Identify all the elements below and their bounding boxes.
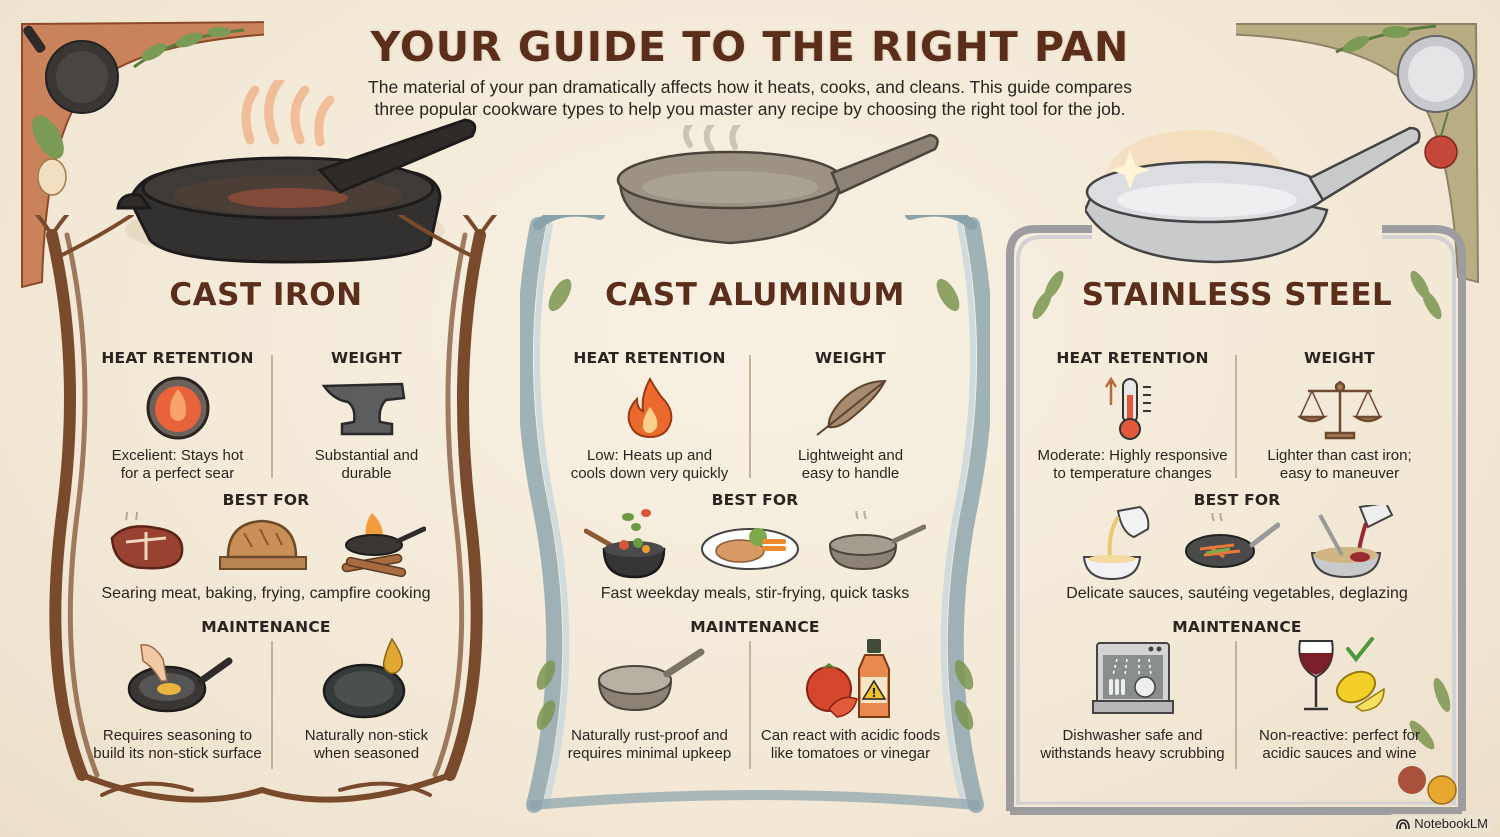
weight-label: WEIGHT — [331, 349, 402, 367]
stainless-steel-pan-icon — [1085, 126, 1421, 264]
panel-stainless-steel: STAINLESS STEEL HEAT RETENTION Moderate:… — [1002, 215, 1472, 815]
svg-text:!: ! — [871, 686, 876, 700]
dishwasher-icon — [1091, 642, 1174, 714]
tomato-vinegar-warning-icon: ! — [805, 639, 890, 718]
best-for-label: BEST FOR — [1193, 491, 1281, 509]
glowing-ember-icon — [146, 376, 209, 440]
notebooklm-logo-icon — [1396, 818, 1411, 829]
chicken-plate-icon — [701, 528, 799, 570]
stir-fry-wok-icon — [584, 509, 666, 579]
best-for-text: Fast weekday meals, stir-frying, quick t… — [600, 585, 910, 602]
notebooklm-watermark: NotebookLM — [1390, 814, 1494, 833]
best-for-text: Delicate sauces, sautéing vegetables, de… — [1066, 585, 1408, 602]
column-divider — [749, 641, 751, 769]
corner-ornament-skillet-herbs-icon — [21, 21, 264, 289]
panel-title: CAST ALUMINUM — [605, 277, 905, 313]
deglazing-wine-icon — [1310, 505, 1394, 579]
heat-retention-label: HEAT RETENTION — [1056, 349, 1209, 367]
best-for-section: BEST FOR — [1002, 491, 1472, 603]
steak-icon — [110, 512, 184, 570]
pouring-sauce-icon — [1082, 505, 1150, 581]
flame-icon — [627, 377, 672, 439]
heat-retention-cell: HEAT RETENTION Moderate: Highly responsi… — [1030, 349, 1235, 484]
maintenance-label: MAINTENANCE — [201, 618, 331, 636]
page-title: YOUR GUIDE TO THE RIGHT PAN — [370, 23, 1130, 71]
header: YOUR GUIDE TO THE RIGHT PAN The material… — [300, 24, 1200, 120]
wine-lemon-check-icon — [1297, 637, 1385, 712]
panel-title: CAST IRON — [169, 277, 363, 313]
panel-cast-aluminum: CAST ALUMINUM HEAT RETENTION Low: Heats … — [520, 215, 990, 815]
heat-weight-row: HEAT RETENTION Moderate: Highly responsi… — [1030, 349, 1442, 484]
steaming-pan-icon — [828, 511, 926, 571]
column-divider — [749, 355, 751, 478]
heat-retention-label: HEAT RETENTION — [573, 349, 726, 367]
heat-retention-label: HEAT RETENTION — [101, 349, 254, 367]
weight-label: WEIGHT — [815, 349, 886, 367]
cast-iron-skillet-icon — [116, 80, 477, 264]
best-for-section: BEST FOR — [520, 491, 990, 603]
column-divider — [271, 641, 273, 769]
panel-title: STAINLESS STEEL — [1081, 277, 1393, 313]
weight-cell: WEIGHT Lighter than c — [1237, 349, 1442, 484]
cast-aluminum-pan-icon — [616, 125, 939, 245]
best-for-text: Searing meat, baking, frying, campfire c… — [101, 585, 431, 602]
anvil-icon — [321, 382, 405, 436]
seasoning-skillet-icon — [127, 644, 232, 713]
column-divider — [1235, 641, 1237, 769]
thermometer-icon — [1104, 376, 1151, 440]
feather-icon — [815, 379, 887, 436]
oil-drop-skillet-icon — [322, 637, 405, 719]
maintenance-label: MAINTENANCE — [690, 618, 820, 636]
page-subtitle: The material of your pan dramatically af… — [368, 77, 1132, 119]
panel-cast-iron: CAST IRON HEAT RETENTION Excelient: Stay… — [22, 215, 510, 815]
campfire-skillet-icon — [341, 513, 426, 578]
corner-ornament-pot-radish-icon — [1236, 23, 1480, 284]
column-divider — [271, 355, 273, 478]
balance-scale-icon — [1297, 381, 1382, 440]
best-for-label: BEST FOR — [711, 491, 799, 509]
aluminum-pan-icon — [597, 648, 704, 712]
saute-pan-icon — [1185, 513, 1280, 568]
best-for-label: BEST FOR — [222, 491, 310, 509]
weight-label: WEIGHT — [1304, 349, 1375, 367]
bread-loaf-icon — [219, 519, 307, 570]
maintenance-label: MAINTENANCE — [1172, 618, 1302, 636]
column-divider — [1235, 355, 1237, 478]
best-for-section: BEST FOR — [22, 491, 510, 603]
